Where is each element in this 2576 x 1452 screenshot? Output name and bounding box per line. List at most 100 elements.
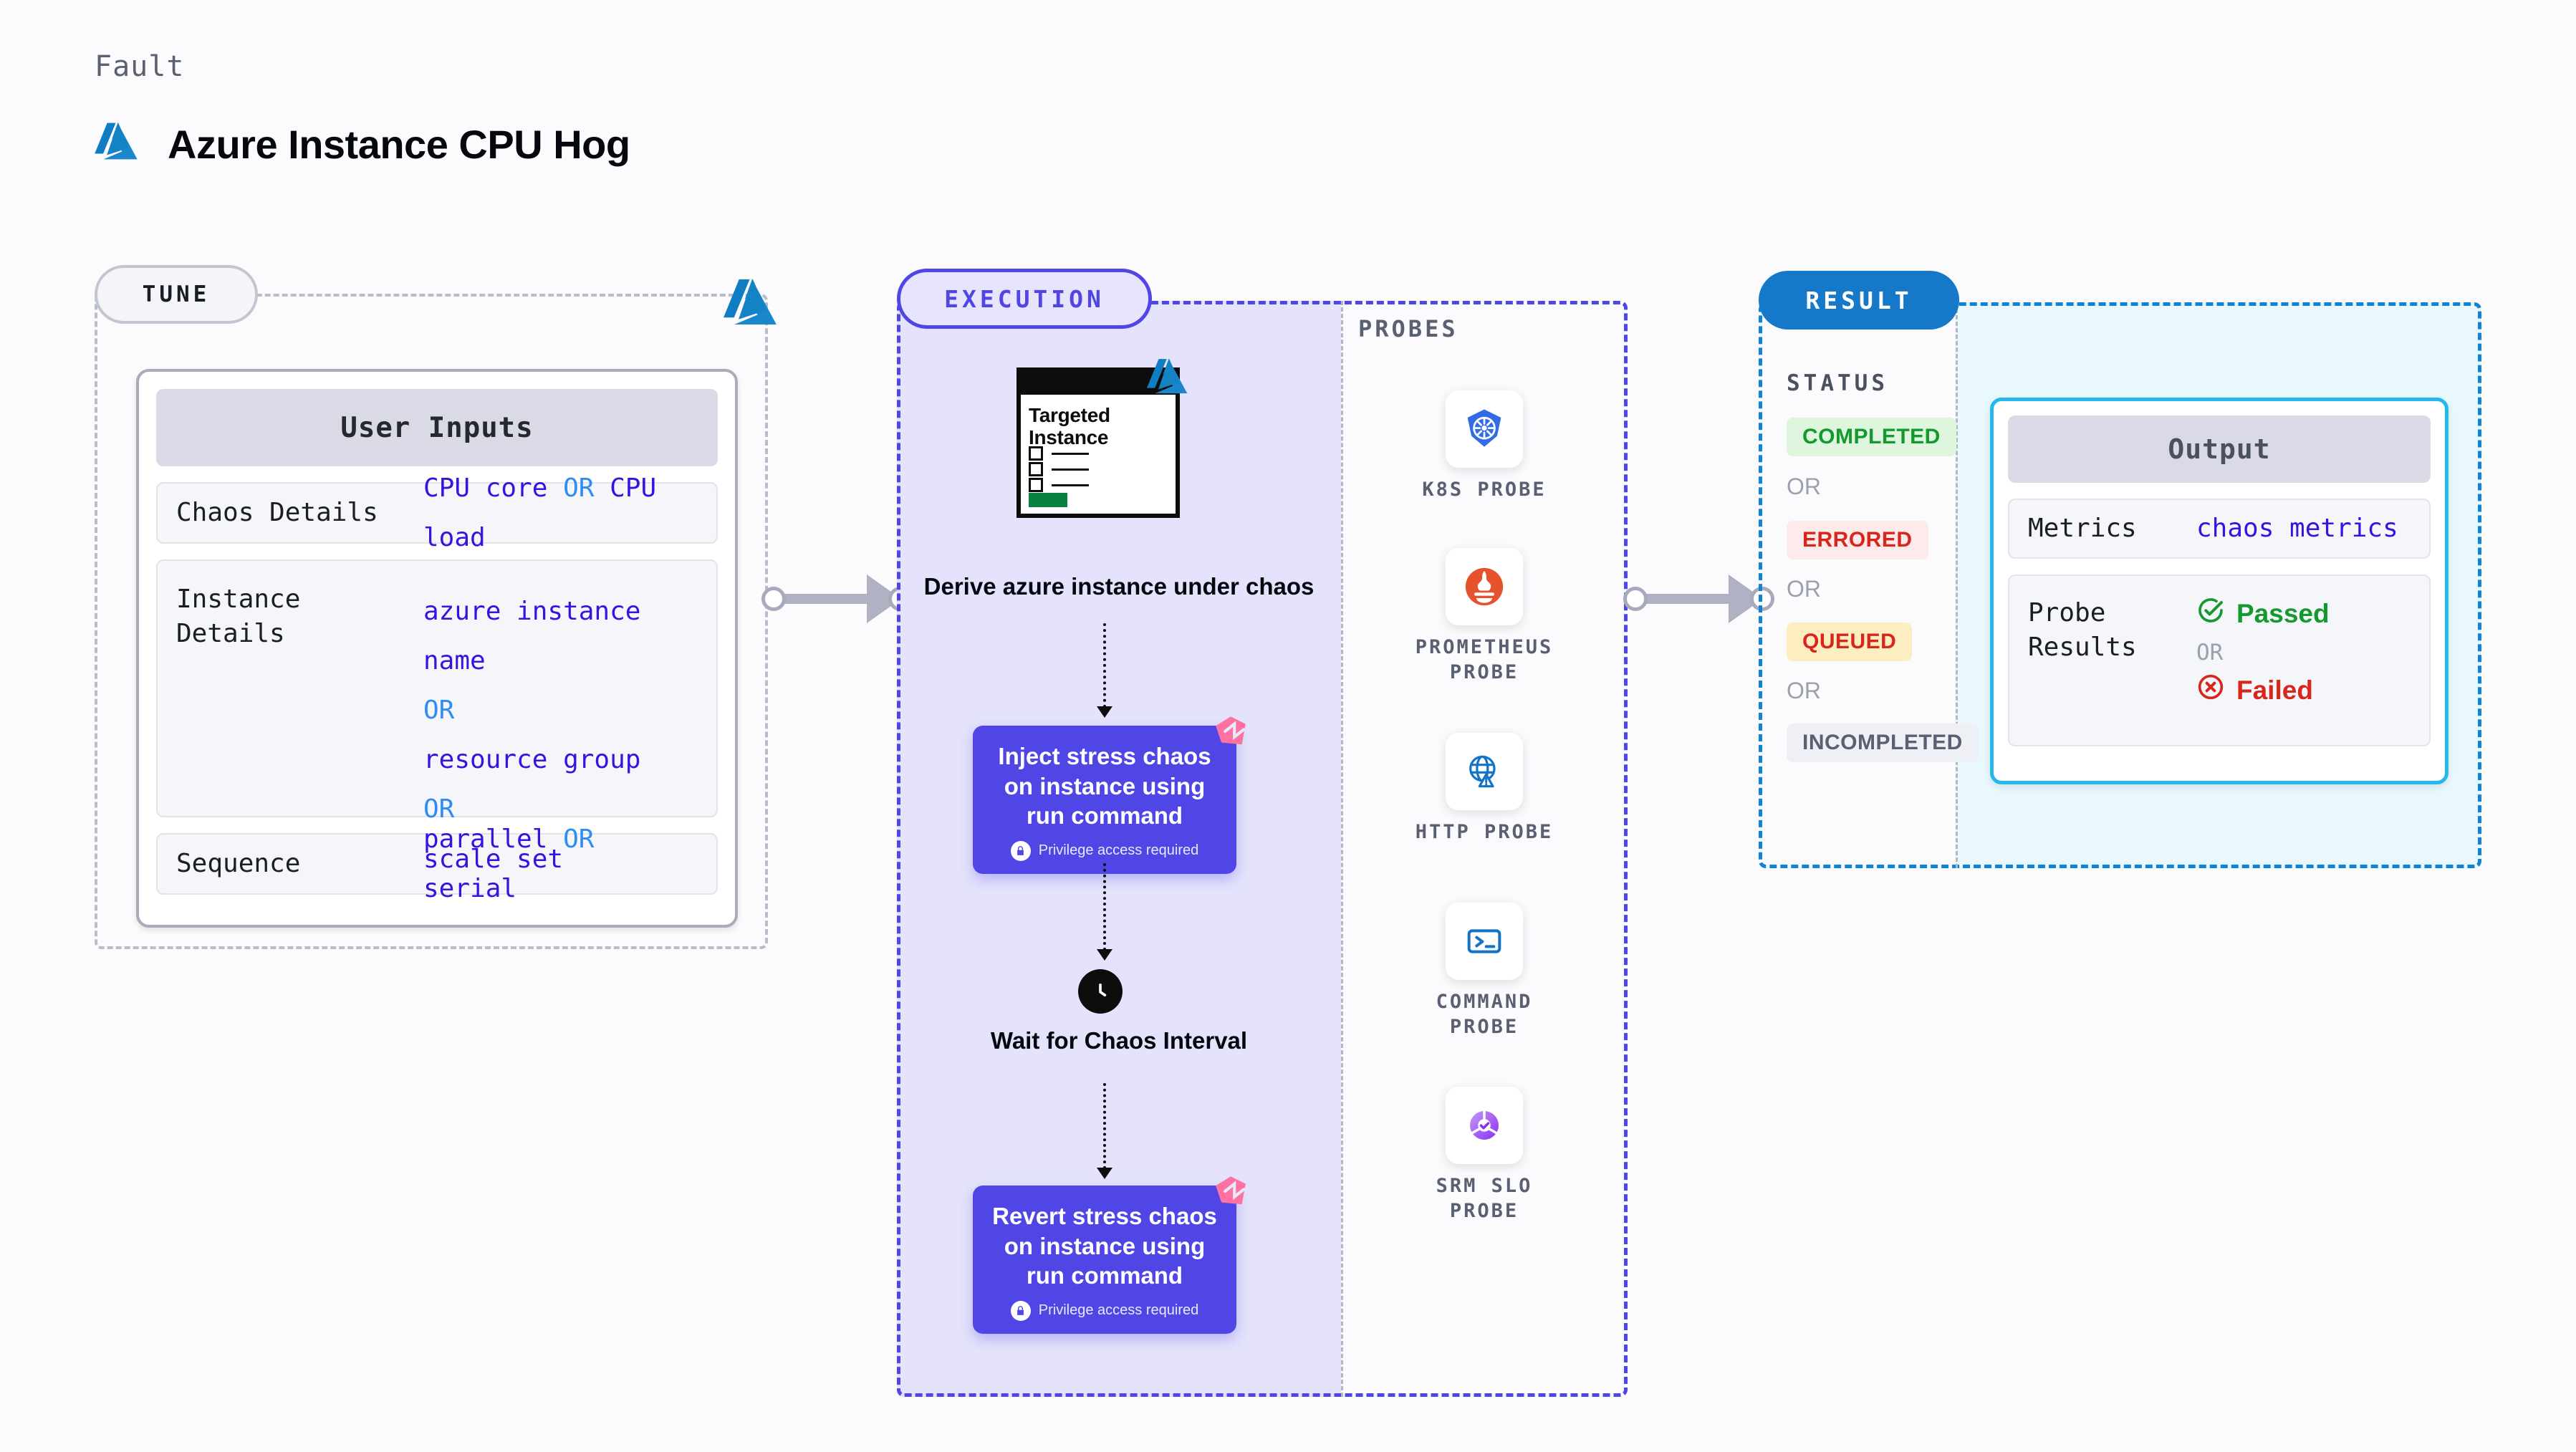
probe-prometheus[interactable]: PROMETHEUS PROBE: [1398, 548, 1570, 685]
probe-srm-slo[interactable]: SRM SLO PROBE: [1398, 1087, 1570, 1223]
privilege-text: Privilege access required: [1038, 842, 1199, 859]
checklist-item: [1029, 446, 1089, 461]
checklist-item: [1029, 462, 1089, 476]
litmus-chaos-icon: [1212, 713, 1249, 750]
clock-icon: [1078, 969, 1123, 1014]
row-sequence: Sequence parallel OR serial: [156, 824, 718, 903]
result-badge: RESULT: [1759, 271, 1959, 330]
targeted-instance-caption: Derive azure instance under chaos: [923, 573, 1315, 600]
connector-endpoint: [761, 587, 786, 611]
row-metrics: Metrics chaos metrics: [2008, 499, 2431, 559]
probe-k8s[interactable]: K8S PROBE: [1398, 390, 1570, 503]
azure-logo-icon: [95, 120, 143, 168]
or-separator: OR: [563, 473, 595, 503]
privilege-text: Privilege access required: [1038, 1302, 1199, 1319]
value-azure-instance-name: azure instance name: [423, 597, 641, 676]
connector-endpoint: [1623, 587, 1648, 611]
row-label: Chaos Details: [176, 498, 378, 528]
value-cpu-load: CPU load: [423, 473, 657, 552]
probe-result-failed: Failed: [2196, 673, 2330, 708]
row-values: parallel OR serial: [423, 814, 698, 913]
value-resource-group: resource group: [423, 745, 641, 775]
check-circle-icon: [2196, 596, 2225, 631]
checkbox-icon: [1029, 462, 1043, 476]
privilege-note: Privilege access required: [984, 1300, 1225, 1321]
execution-probes-divider: [1341, 301, 1343, 1397]
flow-connector: [1103, 1083, 1106, 1169]
list-line: [1052, 484, 1089, 486]
flow-connector: [1103, 623, 1106, 708]
tune-panel: [95, 294, 768, 949]
targeted-instance-card: Targeted Instance: [1017, 358, 1188, 518]
list-line: [1052, 452, 1089, 455]
azure-logo-icon: [1147, 355, 1193, 400]
passed-label: Passed: [2236, 598, 2330, 628]
probe-command[interactable]: COMMAND PROBE: [1398, 903, 1570, 1039]
step-title: Inject stress chaos on instance using ru…: [998, 743, 1211, 830]
value-chaos-metrics: chaos metrics: [2196, 514, 2398, 544]
flow-arrowhead: [1097, 706, 1112, 718]
inject-chaos-step[interactable]: Inject stress chaos on instance using ru…: [973, 716, 1246, 874]
terminal-icon: [1446, 903, 1523, 980]
probe-label: SRM SLO PROBE: [1436, 1175, 1533, 1222]
http-globe-warning-icon: [1446, 733, 1523, 810]
row-values: CPU core OR CPU load: [423, 463, 698, 562]
checklist-item: [1029, 478, 1089, 492]
status-badge-queued: QUEUED: [1787, 622, 1913, 661]
row-values: azure instance name OR resource group OR…: [423, 582, 698, 884]
azure-logo-icon: [724, 274, 784, 334]
probe-label: PROMETHEUS PROBE: [1415, 636, 1554, 683]
value-parallel: parallel: [423, 824, 548, 854]
page-title: Azure Instance CPU Hog: [168, 122, 630, 167]
page-kicker: Fault: [95, 50, 185, 83]
execution-panel: [897, 301, 1628, 1397]
row-chaos-details: Chaos Details CPU core OR CPU load: [156, 473, 718, 552]
result-divider: [1956, 302, 1958, 868]
row-label: Metrics: [2028, 514, 2137, 544]
or-separator: OR: [423, 696, 455, 726]
status-bar-green: [1029, 493, 1067, 507]
list-line: [1052, 468, 1089, 471]
execution-badge: EXECUTION: [897, 269, 1152, 329]
value-cpu-core: CPU core: [423, 473, 548, 503]
wait-caption: Wait for Chaos Interval: [990, 1027, 1248, 1054]
title-line-1: Targeted: [1029, 404, 1110, 426]
x-circle-icon: [2196, 673, 2225, 708]
checkbox-icon: [1029, 478, 1043, 492]
probe-result-values: Passed OR Failed: [2196, 596, 2330, 708]
or-separator: OR: [563, 824, 595, 854]
lock-icon: [1010, 840, 1031, 861]
targeted-instance-title: Targeted Instance: [1029, 404, 1110, 449]
result-panel: [1759, 302, 2481, 868]
output-title: Output: [2008, 415, 2431, 483]
probe-label: HTTP PROBE: [1415, 821, 1554, 843]
revert-chaos-step[interactable]: Revert stress chaos on instance using ru…: [973, 1176, 1246, 1334]
tune-badge: TUNE: [95, 265, 258, 324]
probe-result-or: OR: [2196, 640, 2224, 665]
step-title: Revert stress chaos on instance using ru…: [992, 1203, 1217, 1289]
privilege-note: Privilege access required: [984, 840, 1225, 861]
user-inputs-card: User Inputs Chaos Details CPU core OR CP…: [136, 369, 738, 928]
or-separator: OR: [423, 794, 455, 824]
flow-connector: [1103, 863, 1106, 951]
status-or-1: OR: [1787, 473, 1821, 499]
failed-label: Failed: [2236, 675, 2313, 705]
status-badge-completed: COMPLETED: [1787, 418, 1956, 456]
kubernetes-icon: [1446, 390, 1523, 468]
value-scale-set: scale set: [423, 844, 564, 874]
status-label: STATUS: [1787, 370, 1888, 396]
probe-http[interactable]: HTTP PROBE: [1398, 733, 1570, 845]
flow-arrowhead: [1097, 1168, 1112, 1179]
checkbox-icon: [1029, 446, 1043, 461]
litmus-chaos-icon: [1212, 1173, 1249, 1210]
lock-icon: [1010, 1300, 1031, 1321]
status-badge-errored: ERRORED: [1787, 521, 1928, 559]
probe-label: COMMAND PROBE: [1436, 991, 1533, 1038]
probe-result-passed: Passed: [2196, 596, 2330, 631]
flow-arrowhead: [1097, 949, 1112, 961]
